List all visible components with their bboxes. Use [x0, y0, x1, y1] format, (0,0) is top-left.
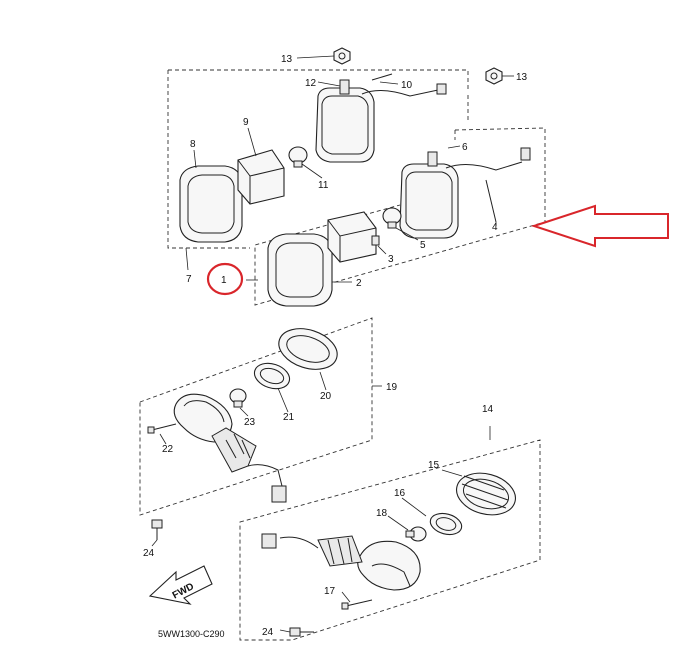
label-18: 18	[376, 508, 388, 519]
group-outline-7	[167, 69, 469, 249]
label-14: 14	[482, 404, 494, 415]
label-20: 20	[320, 391, 332, 402]
turn-signal-right	[261, 533, 421, 591]
nut-part-13-right	[485, 67, 503, 85]
bulb-part-11	[288, 146, 308, 168]
label-24-bottom: 24	[262, 627, 274, 638]
label-12: 12	[305, 78, 317, 89]
label-3: 3	[388, 254, 394, 265]
label-7: 7	[186, 274, 192, 285]
rim-part-15	[456, 472, 516, 516]
bolt-part-24-left	[151, 519, 163, 540]
label-6: 6	[462, 142, 468, 153]
group-outline-14	[239, 439, 541, 641]
bulb-part-18	[405, 526, 427, 542]
lens-part-8	[179, 165, 243, 243]
label-17: 17	[324, 586, 336, 597]
housing-part-12	[315, 73, 447, 163]
label-16: 16	[394, 488, 406, 499]
screw-part-17	[341, 599, 373, 610]
label-13-top: 13	[281, 54, 293, 65]
ring-part-16	[429, 512, 463, 536]
turn-signal-left	[173, 393, 287, 503]
highlight-circle	[206, 262, 244, 296]
drawing-code: 5WW1300-C290	[158, 629, 225, 639]
screw-part-22	[147, 423, 177, 434]
label-4: 4	[492, 222, 498, 233]
label-10: 10	[401, 80, 413, 91]
bulb-part-5	[382, 207, 402, 229]
label-21: 21	[283, 412, 295, 423]
label-1: 1	[221, 275, 227, 286]
bulb-part-23	[229, 388, 247, 408]
bolt-part-24-bottom	[289, 627, 314, 637]
forward-direction-arrow: FWD	[148, 565, 213, 605]
socket-part-3	[327, 211, 380, 263]
label-23: 23	[244, 417, 256, 428]
label-2: 2	[356, 278, 362, 289]
socket-part-9	[237, 149, 285, 205]
nut-part-13-top	[333, 47, 351, 65]
lens-part-2	[267, 233, 333, 307]
label-11: 11	[318, 180, 329, 191]
leader-lines	[151, 55, 514, 633]
label-5: 5	[420, 240, 426, 251]
label-9: 9	[243, 117, 249, 128]
label-8: 8	[190, 139, 196, 150]
label-15: 15	[428, 460, 440, 471]
label-13-right: 13	[516, 72, 528, 83]
label-22: 22	[162, 444, 174, 455]
label-24-left: 24	[143, 548, 155, 559]
housing-part-4	[399, 147, 531, 239]
highlight-arrow	[530, 204, 669, 248]
ring-part-21	[253, 362, 291, 390]
rim-part-20	[278, 328, 338, 370]
label-19: 19	[386, 382, 398, 393]
